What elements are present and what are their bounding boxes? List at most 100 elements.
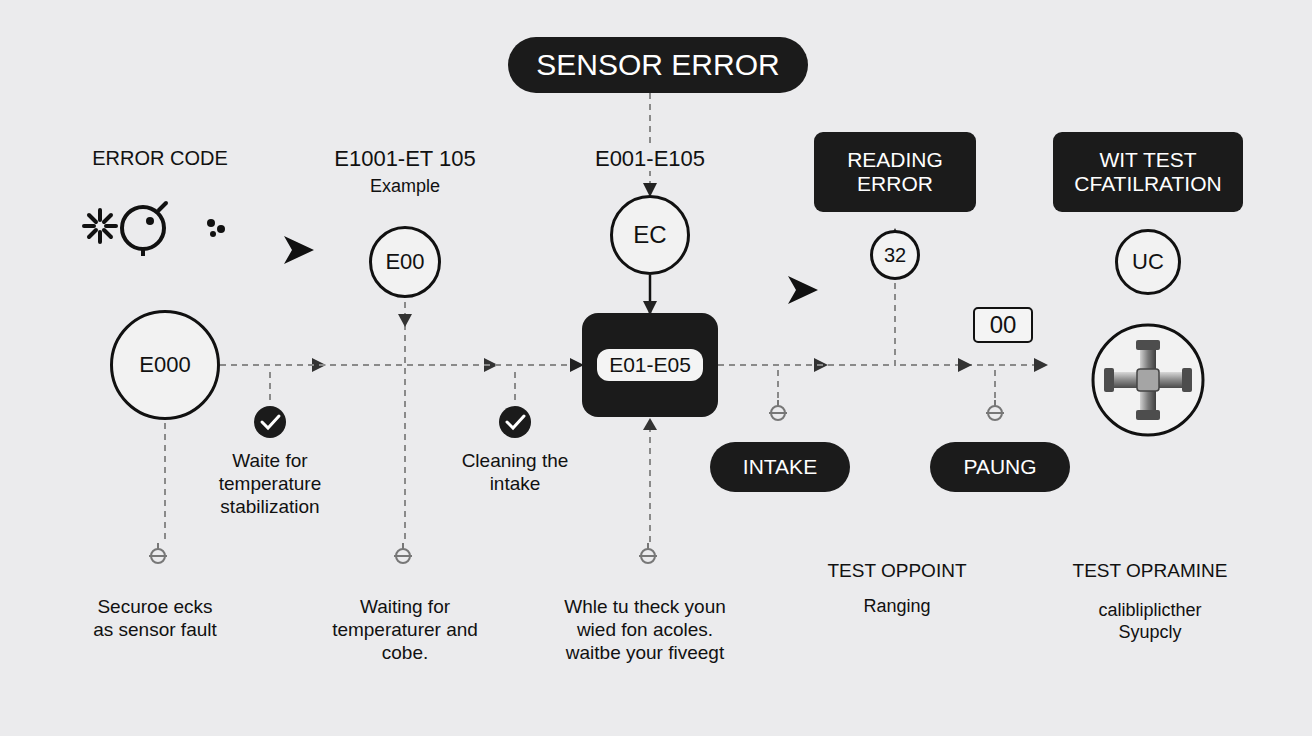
art-part <box>1136 410 1160 420</box>
art-part <box>89 230 96 237</box>
connector-icon <box>149 400 1004 563</box>
step-note: Waiting for temperaturer and cobe. <box>325 596 485 664</box>
art-part <box>994 400 996 406</box>
label-text: E001-E105 <box>590 146 710 171</box>
flow-connector <box>220 364 582 366</box>
art-part <box>164 423 166 542</box>
art-part <box>647 543 649 549</box>
dashed-leaders <box>165 302 1038 542</box>
art-part <box>207 219 215 227</box>
process-box: READING ERROR <box>814 132 976 212</box>
dots-icon <box>207 219 225 237</box>
code-circle: UC <box>1115 229 1181 295</box>
art-part <box>639 543 657 563</box>
art-part <box>499 406 531 438</box>
art-part <box>777 370 779 400</box>
art-part <box>1034 358 1048 372</box>
node-text: E000 <box>139 352 190 377</box>
art-part <box>404 302 406 542</box>
art-part <box>146 217 154 225</box>
art-part <box>643 418 657 430</box>
label-text: E1001-ET 105 <box>334 146 475 171</box>
label-text: calibliplicther Syupcly <box>1098 600 1201 642</box>
node-text: E01-E05 <box>597 349 703 381</box>
step-note: Securoe ecks as sensor fault <box>85 596 225 642</box>
step-note: Waite for temperature stabilization <box>190 450 350 518</box>
label-text: Example <box>370 176 440 196</box>
note-label: Example <box>370 176 440 198</box>
art-part <box>149 555 167 557</box>
flow-connector <box>649 93 651 195</box>
section-label: TEST OPPOINT <box>827 560 966 583</box>
chevron-arrow <box>284 236 314 264</box>
art-part <box>1136 340 1160 350</box>
node-text: 00 <box>990 311 1017 339</box>
art-part <box>986 412 1004 414</box>
art-part <box>1182 368 1192 392</box>
art-part <box>986 400 1004 420</box>
art-part <box>254 406 286 438</box>
art-part <box>639 555 657 557</box>
art-part <box>98 232 102 242</box>
art-part <box>402 543 404 549</box>
note-label: Ranging <box>863 596 930 618</box>
art-part <box>149 543 167 563</box>
check-icon <box>254 406 286 438</box>
label-text: ERROR CODE <box>92 147 228 169</box>
art-part <box>104 215 111 222</box>
art-part <box>122 207 164 249</box>
art-part <box>210 231 216 237</box>
art-part <box>1137 369 1159 391</box>
arrow-heads <box>312 314 1048 430</box>
step-note: Cleaning the intake <box>460 450 570 496</box>
art-part <box>104 230 111 237</box>
code-range: E1001-ET 105 <box>334 146 475 172</box>
callout-number: 32 <box>870 230 920 280</box>
art-part <box>394 543 412 563</box>
art-part <box>106 224 116 228</box>
art-part <box>958 358 972 372</box>
error-range-box: E01-E05 <box>582 313 718 417</box>
node-text: EC <box>633 221 666 249</box>
art-part <box>141 249 145 256</box>
art-part <box>217 225 225 233</box>
art-part <box>269 372 271 404</box>
note-label: calibliplicther Syupcly <box>1075 600 1225 643</box>
node-text: E00 <box>385 249 424 274</box>
art-part <box>769 412 787 414</box>
code-circle: E000 <box>110 310 220 420</box>
node-text: UC <box>1132 249 1164 274</box>
label-text: Ranging <box>863 596 930 616</box>
code-circle: E00 <box>369 226 441 298</box>
check-icon <box>499 406 531 438</box>
label-text: TEST OPPOINT <box>827 560 966 581</box>
label-text: Securoe ecks as sensor fault <box>93 596 217 640</box>
art-part <box>994 370 996 400</box>
art-part <box>507 416 524 428</box>
process-box: WIT TEST CFATILRATION <box>1053 132 1243 212</box>
art-part <box>1093 325 1203 435</box>
step-pill: PAUNG <box>930 442 1070 492</box>
art-part <box>514 372 516 404</box>
art-part <box>394 555 412 557</box>
display-box: 00 <box>973 307 1033 343</box>
node-text: WIT TEST CFATILRATION <box>1066 148 1231 196</box>
node-text: 32 <box>884 244 906 267</box>
art-part <box>159 203 166 210</box>
code-range: E001-E105 <box>590 146 710 172</box>
art-part <box>1104 368 1114 392</box>
joint-illustration <box>1093 325 1203 435</box>
step-pill: INTAKE <box>710 442 850 492</box>
node-text: INTAKE <box>743 455 817 479</box>
art-part <box>769 400 787 420</box>
label-text: TEST OPRAMINE <box>1073 560 1228 581</box>
node-text: READING ERROR <box>828 148 963 196</box>
chevron-arrow <box>788 276 818 304</box>
section-label: TEST OPRAMINE <box>1073 560 1228 583</box>
node-text: PAUNG <box>963 455 1036 479</box>
burst-icon <box>84 210 116 242</box>
label-text: Whle tu theck youn wied fon acoles. wait… <box>564 596 726 663</box>
art-part <box>84 224 94 228</box>
label-text: Waiting for temperaturer and cobe. <box>332 596 478 663</box>
